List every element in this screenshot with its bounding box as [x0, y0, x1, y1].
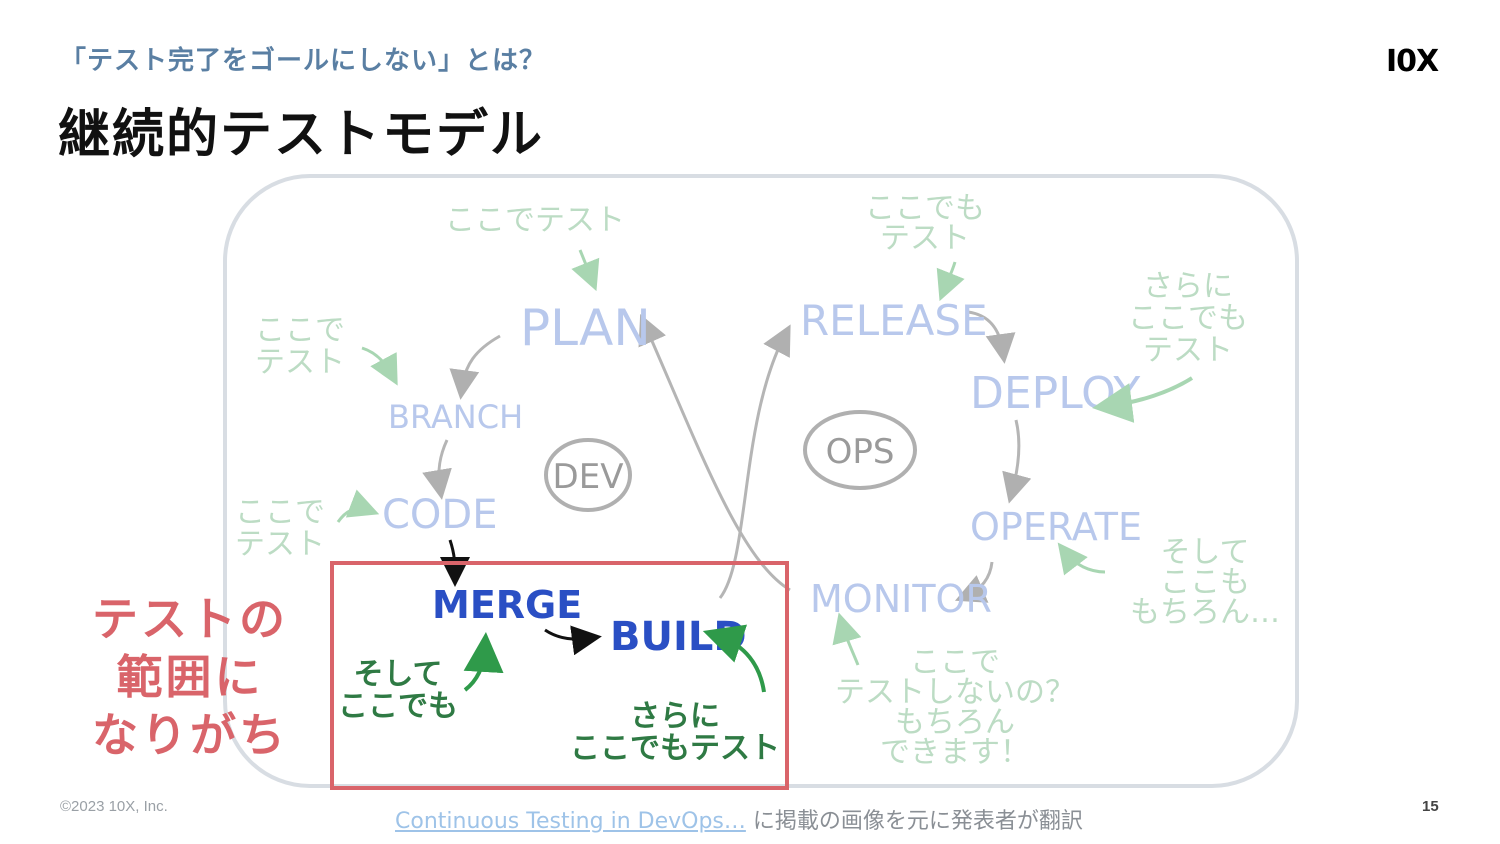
merge-to-build-arrow: [544, 625, 602, 656]
note-release-line-2: テスト: [880, 221, 970, 256]
page-number: 15: [1422, 798, 1439, 815]
note-monitor-line-3: もちろん: [895, 705, 1015, 740]
deploy-to-operate-arrow: [1002, 419, 1032, 504]
branch-to-code-arrow: [422, 439, 452, 500]
note-release-line-1: ここでも: [865, 191, 985, 226]
note-merge-arrow: [463, 632, 504, 692]
note-plan-line-1: ここでテスト: [445, 203, 625, 238]
stage-monitor: MONITOR: [810, 577, 992, 621]
dev-label: DEV: [553, 457, 624, 497]
note-merge-line-2: ここでも: [338, 689, 458, 724]
note-deploy-arrow: [1092, 376, 1194, 423]
note-deploy-line-2: ここでも: [1128, 301, 1248, 336]
source-suffix: に掲載の画像を元に発表者が翻訳: [745, 809, 1083, 834]
build-to-release-arrow: [718, 324, 791, 599]
note-deploy-line-1: さらに: [1143, 269, 1233, 304]
monitor-to-plan-arrow: [638, 314, 791, 592]
note-branch-line-1: ここで: [255, 313, 345, 348]
callout-line-2: 範囲に: [116, 650, 264, 704]
slide-subtitle: 「テスト完了をゴールにしない」とは？: [60, 46, 547, 76]
ops-circle: [803, 410, 917, 490]
note-operate-line-2: ここも: [1160, 565, 1250, 600]
ops-label: OPS: [826, 432, 895, 472]
stage-code: CODE: [382, 492, 498, 538]
callout-line-3: なりがち: [92, 708, 288, 762]
dev-circle: [544, 438, 632, 512]
stage-deploy: DEPLOY: [970, 368, 1140, 419]
note-build-line-1: さらに: [630, 699, 720, 734]
note-release-arrow: [936, 261, 965, 302]
callout-line-1: テストの: [92, 592, 288, 646]
note-build-line-2: ここでもテスト: [570, 731, 780, 766]
note-monitor-line-4: できます！: [880, 735, 1030, 770]
stage-operate: OPERATE: [970, 505, 1142, 549]
note-code-line-1: ここで: [235, 495, 325, 530]
stage-branch: BRANCH: [388, 398, 523, 436]
source-credit: Continuous Testing in DevOps… に掲載の画像を元に発…: [395, 803, 1083, 835]
note-code-arrow: [336, 489, 380, 523]
note-branch-arrow: [361, 346, 398, 386]
copyright: ©2023 10X, Inc.: [60, 798, 168, 815]
note-plan-arrow: [571, 249, 600, 292]
brand-logo: I0X: [1386, 44, 1439, 79]
note-code-line-2: テスト: [235, 527, 325, 562]
note-merge-line-1: そして: [353, 657, 442, 692]
note-monitor-line-1: ここで: [910, 645, 1000, 680]
note-build-arrow: [702, 624, 766, 693]
note-operate-line-3: もちろん…: [1130, 595, 1280, 630]
operate-to-monitor-arrow: [954, 561, 994, 603]
plan-to-branch-arrow: [449, 334, 501, 400]
release-to-deploy-arrow: [967, 310, 1016, 364]
code-to-merge-arrow: [439, 539, 470, 587]
note-deploy-line-3: テスト: [1143, 333, 1233, 368]
note-operate-line-1: そして: [1160, 535, 1249, 570]
note-monitor-line-2: テストしないの？: [835, 675, 1075, 710]
stage-plan: PLAN: [520, 299, 651, 357]
note-operate-arrow: [1057, 542, 1106, 576]
note-branch-line-2: テスト: [255, 345, 345, 380]
highlight-box: [330, 561, 789, 790]
stage-merge: MERGE: [432, 583, 582, 627]
scope-callout: テストの 範囲に なりがち: [70, 590, 310, 764]
slide-title: 継続的テストモデル: [58, 105, 545, 165]
source-link[interactable]: Continuous Testing in DevOps…: [395, 809, 746, 834]
note-monitor-arrow: [832, 612, 862, 666]
stage-release: RELEASE: [800, 296, 988, 345]
